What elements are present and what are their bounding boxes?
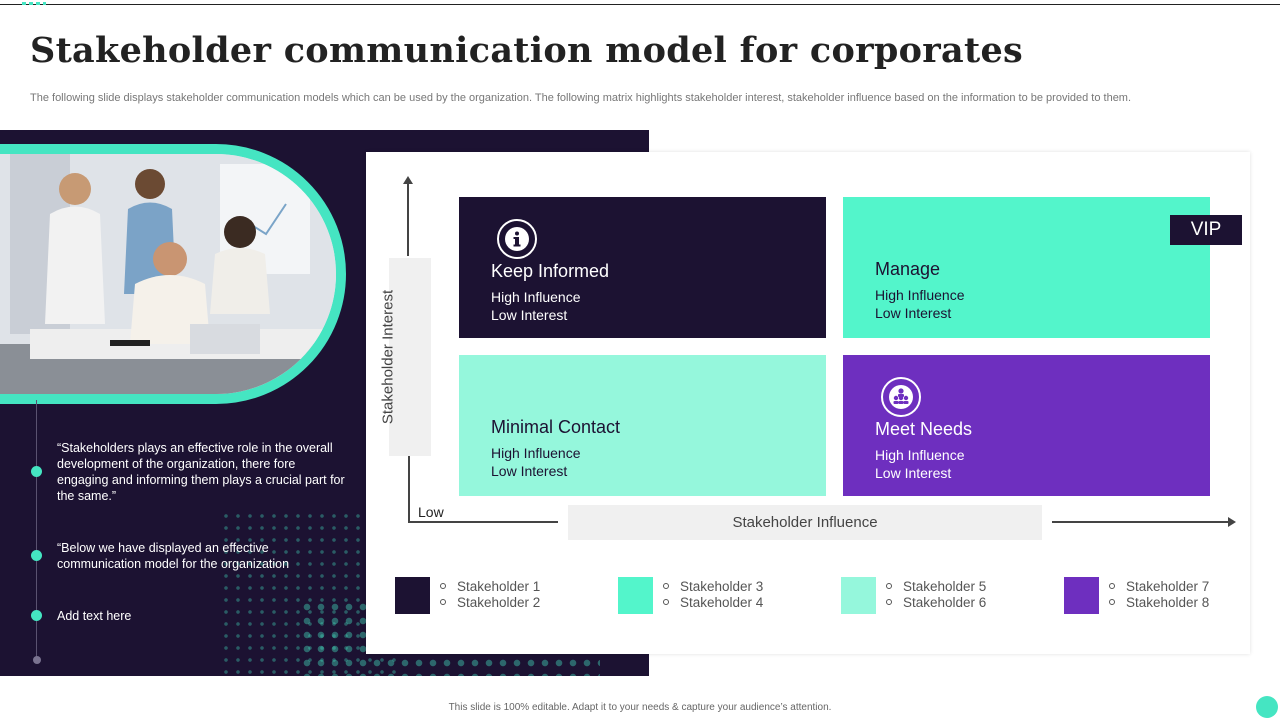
legend-swatch: [395, 577, 430, 614]
point-text: “Stakeholders plays an effective role in…: [57, 441, 345, 503]
origin-label: Low: [418, 504, 444, 520]
info-icon: [497, 219, 537, 259]
quadrant-keep-informed: Keep Informed High Influence Low Interes…: [459, 197, 826, 338]
footer-note: This slide is 100% editable. Adapt it to…: [448, 702, 832, 713]
matrix-card: Stakeholder Interest Low Stakeholder Inf…: [366, 152, 1250, 654]
quadrant-title: Meet Needs: [875, 419, 973, 439]
group-icon: [881, 377, 921, 417]
bullet-icon: [886, 583, 892, 590]
timeline-dot: [31, 466, 42, 477]
bullet-icon: [663, 583, 669, 590]
bullet-icon: [1109, 599, 1115, 606]
point-text: “Below we have displayed an effective co…: [57, 541, 290, 571]
point-text: Add text here: [57, 609, 132, 623]
quadrant-line: High Influence: [491, 445, 581, 461]
legend-swatch: [1064, 577, 1099, 614]
x-axis-line: [408, 521, 558, 523]
legend-item: Stakeholder 1: [440, 579, 540, 594]
x-axis-arrow: [1052, 517, 1236, 527]
legend-item: Stakeholder 8: [1109, 595, 1209, 610]
bullet-icon: [1109, 583, 1115, 590]
bullet-icon: [440, 599, 446, 606]
legend-item: Stakeholder 6: [886, 595, 986, 610]
quadrant-line: Low Interest: [491, 463, 568, 479]
quadrant-line: Low Interest: [491, 307, 568, 323]
vip-badge: VIP: [1170, 215, 1242, 245]
corner-dot-decoration: [1256, 696, 1278, 718]
quadrant-manage: Manage High Influence Low Interest: [843, 197, 1210, 338]
photo-illustration: [0, 154, 336, 394]
bullet-icon: [663, 599, 669, 606]
quadrant-line: Low Interest: [875, 305, 952, 321]
quadrant-title: Minimal Contact: [491, 417, 621, 437]
quadrant-line: High Influence: [491, 289, 581, 305]
legend-item: Stakeholder 2: [440, 595, 540, 610]
top-dots-decoration: [22, 2, 46, 5]
x-axis-label: Stakeholder Influence: [568, 505, 1042, 540]
quadrant-line: Low Interest: [875, 465, 952, 481]
timeline-end-dot: [33, 656, 41, 664]
y-axis-label-box: [389, 258, 431, 456]
quadrant-meet-needs: Meet Needs High Influence Low Interest: [843, 355, 1210, 496]
y-axis-arrow: [403, 176, 413, 256]
slide-subtitle: The following slide displays stakeholder…: [30, 92, 1132, 104]
quadrant-line: High Influence: [875, 287, 965, 303]
timeline-dot: [31, 550, 42, 561]
timeline-dot: [31, 610, 42, 621]
quadrant-title: Keep Informed: [491, 261, 610, 281]
team-meeting-photo: [0, 144, 346, 404]
bullet-icon: [440, 583, 446, 590]
legend-swatch: [618, 577, 653, 614]
legend-item: Stakeholder 5: [886, 579, 986, 594]
legend-item: Stakeholder 7: [1109, 579, 1209, 594]
quadrant-title: Manage: [875, 259, 941, 279]
legend-item: Stakeholder 3: [663, 579, 763, 594]
y-axis-label: Stakeholder Interest: [379, 289, 397, 425]
bullet-icon: [886, 599, 892, 606]
quadrant-line: High Influence: [875, 447, 965, 463]
y-axis-line: [408, 456, 410, 522]
top-rule: [0, 4, 1280, 5]
legend-swatch: [841, 577, 876, 614]
timeline-line: [36, 400, 37, 662]
slide-title: Stakeholder communication model for corp…: [30, 30, 1024, 71]
legend-item: Stakeholder 4: [663, 595, 763, 610]
quadrant-minimal-contact: Minimal Contact High Influence Low Inter…: [459, 355, 826, 496]
